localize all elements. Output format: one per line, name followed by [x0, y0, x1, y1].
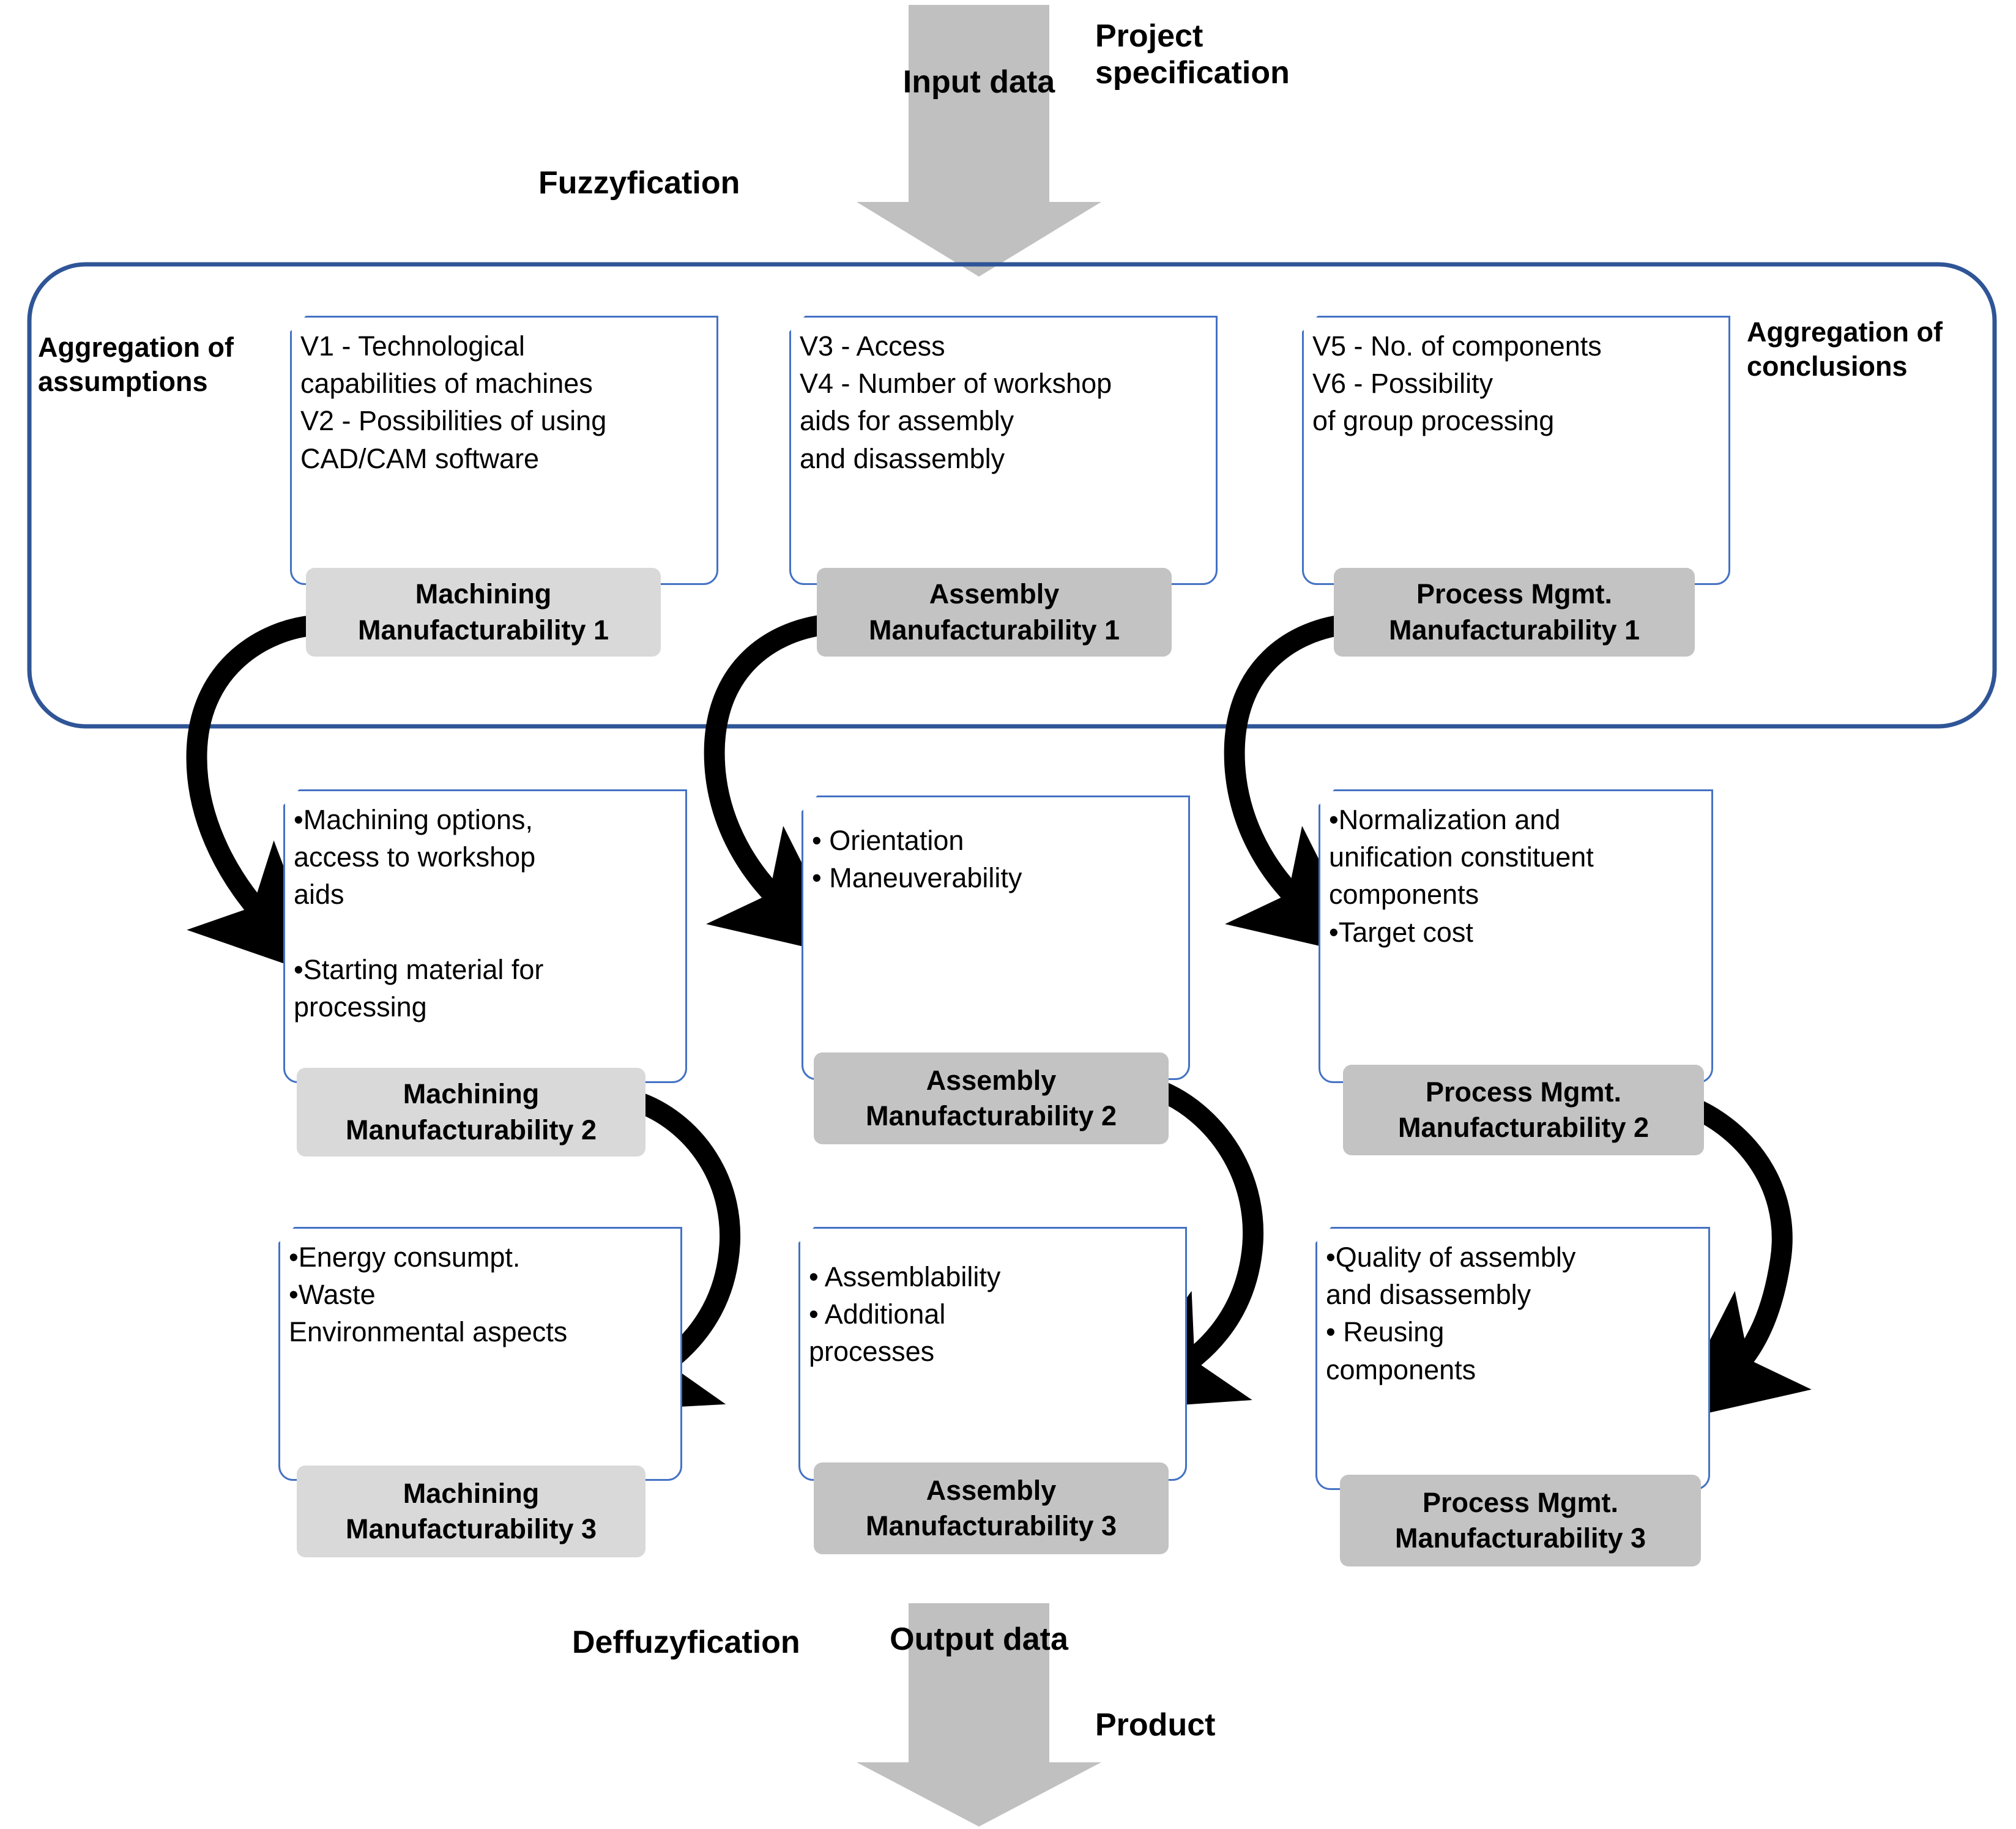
node-process-mgmt-2-body: •Normalization and unification constitue…: [1329, 804, 1594, 948]
deffuzyfication-label: Deffuzyfication: [572, 1625, 800, 1660]
node-assembly-1-body: V3 - Access V4 - Number of workshop aids…: [800, 330, 1112, 474]
tag-process-mgmt-1[interactable]: Process Mgmt. Manufacturability 1: [1334, 568, 1695, 657]
node-process-mgmt-1-body: V5 - No. of components V6 - Possibility …: [1312, 330, 1602, 437]
connector-process-2-to-3: [1666, 1091, 1812, 1422]
connector-process-1-to-2: [1224, 615, 1369, 958]
tag-assembly-3[interactable]: Assembly Manufacturability 3: [814, 1462, 1169, 1554]
node-machining-1-body: V1 - Technological capabilities of machi…: [300, 330, 607, 474]
tag-machining-3[interactable]: Machining Manufacturability 3: [297, 1466, 645, 1557]
node-machining-1: V1 - Technological capabilities of machi…: [290, 316, 718, 585]
project-specification-label: Project specification: [1095, 18, 1290, 91]
aggregation-container-shape: [27, 262, 1997, 729]
node-machining-3-body: •Energy consumpt. •Waste Environmental a…: [289, 1242, 568, 1348]
node-machining-3: •Energy consumpt. •Waste Environmental a…: [278, 1227, 682, 1481]
connector-machining-1-to-2: [186, 615, 326, 978]
node-assembly-1: V3 - Access V4 - Number of workshop aids…: [789, 316, 1218, 585]
output-data-arrow-shape: [857, 1603, 1101, 1827]
node-process-mgmt-2: •Normalization and unification constitue…: [1319, 789, 1713, 1083]
tag-machining-2[interactable]: Machining Manufacturability 2: [297, 1068, 645, 1157]
node-machining-2: •Machining options, access to workshop a…: [283, 789, 687, 1083]
tag-process-mgmt-3[interactable]: Process Mgmt. Manufacturability 3: [1340, 1475, 1701, 1566]
node-process-mgmt-3: •Quality of assembly and disassembly • R…: [1315, 1227, 1710, 1490]
tag-assembly-1[interactable]: Assembly Manufacturability 1: [817, 568, 1172, 657]
tag-assembly-2[interactable]: Assembly Manufacturability 2: [814, 1052, 1169, 1144]
aggregation-of-conclusions-label: Aggregation of conclusions: [1747, 316, 1943, 382]
node-assembly-3: • Assemblability • Additional processes: [798, 1227, 1187, 1481]
node-assembly-2: • Orientation • Maneuverability: [802, 795, 1190, 1080]
aggregation-of-assumptions-label: Aggregation of assumptions: [38, 332, 234, 398]
node-assembly-3-body: • Assemblability • Additional processes: [809, 1261, 1001, 1368]
input-data-arrow-shape: [857, 5, 1101, 277]
node-process-mgmt-3-body: •Quality of assembly and disassembly • R…: [1326, 1242, 1576, 1385]
connector-assembly-2-to-3: [1105, 1079, 1264, 1410]
tag-machining-1[interactable]: Machining Manufacturability 1: [306, 568, 661, 657]
output-data-label: Output data: [890, 1622, 1068, 1657]
connector-assembly-1-to-2: [704, 615, 850, 958]
input-data-label: Input data: [902, 64, 1055, 100]
node-process-mgmt-1: V5 - No. of components V6 - Possibility …: [1302, 316, 1730, 585]
tag-process-mgmt-2[interactable]: Process Mgmt. Manufacturability 2: [1343, 1065, 1704, 1155]
fuzzyfication-label: Fuzzyfication: [538, 165, 740, 201]
node-machining-2-body: •Machining options, access to workshop a…: [294, 804, 544, 1023]
product-label: Product: [1095, 1707, 1216, 1743]
node-assembly-2-body: • Orientation • Maneuverability: [812, 825, 1022, 894]
